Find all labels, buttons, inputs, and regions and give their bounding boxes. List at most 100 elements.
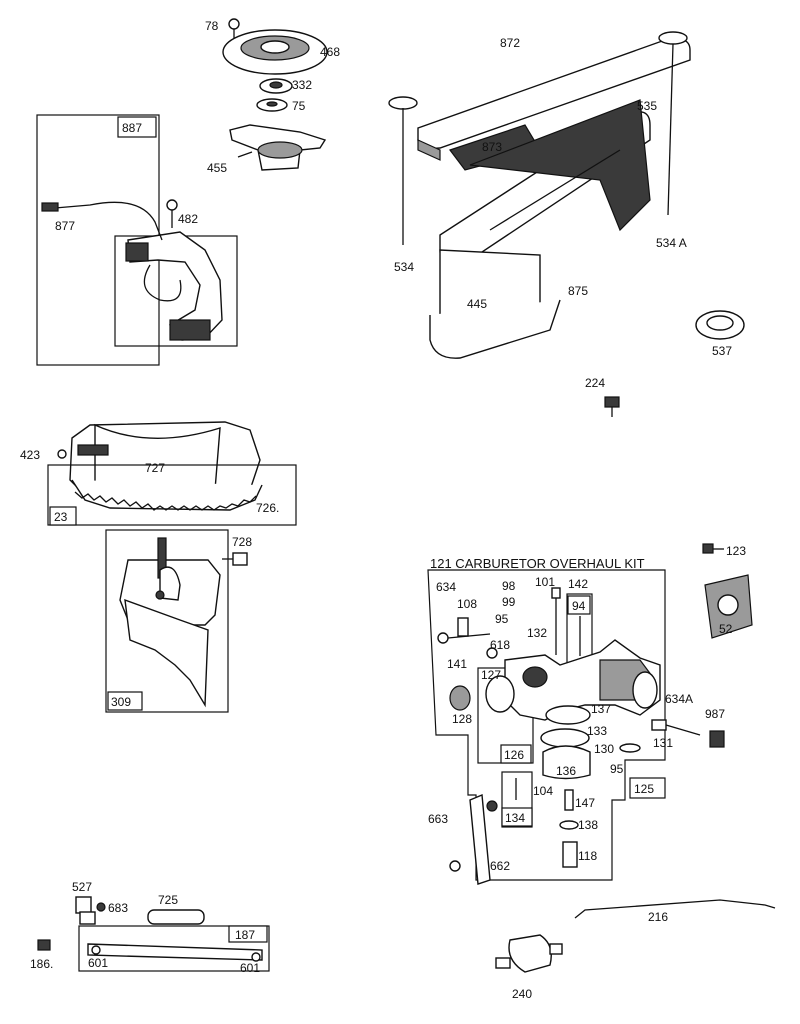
- label-187: 187: [235, 928, 255, 942]
- label-534a: 534 A: [656, 236, 687, 250]
- label-186: 186.: [30, 957, 53, 971]
- plug-728-part: [222, 552, 248, 566]
- choke-127-part: [485, 675, 515, 713]
- air-cleaner-base-875-part: [429, 99, 651, 359]
- blower-housing-727-part: [69, 421, 261, 501]
- label-137: 137: [591, 702, 611, 716]
- label-147: 147: [575, 796, 595, 810]
- label-98: 98: [502, 579, 516, 593]
- label-877: 877: [55, 219, 75, 233]
- label-727: 727: [145, 461, 165, 475]
- label-601a: 601: [88, 956, 108, 970]
- label-127: 127: [481, 668, 501, 682]
- label-872: 872: [500, 36, 520, 50]
- label-123: 123: [726, 544, 746, 558]
- label-133: 133: [587, 724, 607, 738]
- breaker-assembly-part: [125, 231, 223, 341]
- label-94: 94: [572, 599, 586, 613]
- label-634a: 634A: [665, 692, 693, 706]
- washer-618-part: [486, 647, 498, 659]
- label-873: 873: [482, 140, 502, 154]
- rod-216-part: [574, 899, 776, 919]
- bolt-224-part: [604, 396, 620, 417]
- label-224: 224: [585, 376, 605, 390]
- fitting-186-part: [37, 939, 51, 951]
- label-121-carburetor-overhaul-kit: 121 CARBURETOR OVERHAUL KIT: [430, 556, 645, 571]
- float-128-part: [449, 685, 471, 711]
- label-134: 134: [505, 811, 525, 825]
- fuel-filter-240-part: [495, 934, 563, 973]
- box-309: [105, 529, 229, 713]
- label-726: 726.: [256, 501, 279, 515]
- needle-142-part: [551, 587, 581, 656]
- label-118: 118: [578, 849, 597, 863]
- label-875: 875: [568, 284, 588, 298]
- governor-309-part: [119, 537, 221, 708]
- carburetor-body-part: [504, 639, 661, 721]
- label-482: 482: [178, 212, 198, 226]
- label-468: 468: [320, 45, 340, 59]
- label-131: 131: [653, 736, 673, 750]
- label-52: 52: [719, 622, 733, 636]
- screw-482-part: [166, 199, 178, 228]
- flywheel-726-part: [71, 479, 263, 511]
- label-136: 136: [556, 764, 576, 778]
- link-662-part: [449, 793, 498, 885]
- gasket-52-part: [704, 574, 753, 639]
- label-132: 132: [527, 626, 547, 640]
- label-662: 662: [490, 859, 510, 873]
- label-138: 138: [578, 818, 598, 832]
- label-141: 141: [447, 657, 467, 671]
- label-663: 663: [428, 812, 448, 826]
- label-725: 725: [158, 893, 178, 907]
- label-887: 887: [122, 121, 142, 135]
- tube-725-part: [147, 909, 205, 925]
- label-332: 332: [292, 78, 312, 92]
- bowl-133-part: [540, 705, 591, 748]
- label-125: 125: [634, 782, 654, 796]
- screw-131-part: [651, 719, 725, 748]
- washer-130-part: [619, 743, 641, 753]
- washer-75-part: [256, 98, 288, 112]
- label-101: 101: [535, 575, 555, 589]
- screw-123-part: [702, 543, 724, 554]
- label-95b: 95: [610, 762, 624, 776]
- label-534: 534: [394, 260, 414, 274]
- plate-468-part: [222, 29, 328, 75]
- label-130: 130: [594, 742, 614, 756]
- screw-534a-part: [658, 31, 688, 216]
- label-683: 683: [108, 901, 128, 915]
- screw-147-part: [559, 789, 579, 868]
- label-78: 78: [205, 19, 219, 33]
- label-104: 104: [533, 784, 553, 798]
- wire-877-part: [41, 201, 163, 241]
- label-618: 618: [490, 638, 510, 652]
- throttle-lever-634-part: [437, 617, 491, 644]
- clip-527-part: [75, 896, 106, 925]
- box-121: [427, 569, 666, 881]
- label-309: 309: [111, 695, 131, 709]
- washer-332-part: [259, 78, 293, 94]
- label-728: 728: [232, 535, 252, 549]
- label-216: 216: [648, 910, 668, 924]
- box-187: [78, 925, 270, 972]
- label-99: 99: [502, 595, 516, 609]
- label-142: 142: [568, 577, 588, 591]
- label-527: 527: [72, 880, 92, 894]
- label-240: 240: [512, 987, 532, 1001]
- screw-534-part: [388, 96, 418, 245]
- label-535: 535: [637, 99, 657, 113]
- label-455: 455: [207, 161, 227, 175]
- label-126: 126: [504, 748, 524, 762]
- cover-455-part: [229, 124, 327, 171]
- label-987: 987: [705, 707, 725, 721]
- float-136-part: [542, 745, 591, 780]
- line-601-part: [87, 943, 263, 962]
- label-601b: 601: [240, 961, 260, 975]
- label-445: 445: [467, 297, 487, 311]
- label-75: 75: [292, 99, 306, 113]
- label-128: 128: [452, 712, 472, 726]
- label-423: 423: [20, 448, 40, 462]
- gasket-537-part: [695, 310, 745, 340]
